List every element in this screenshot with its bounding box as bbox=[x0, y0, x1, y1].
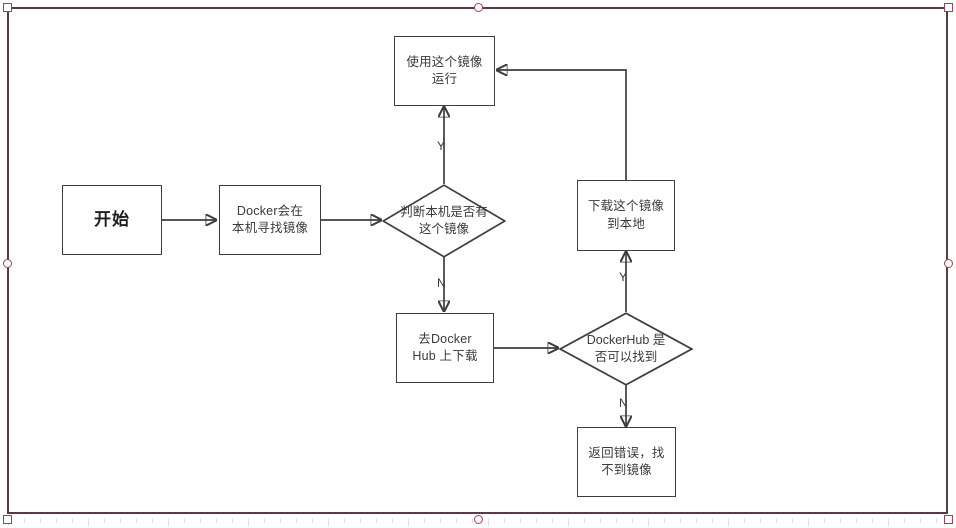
edge-label-found-no: N bbox=[619, 396, 628, 410]
node-start-label: 开始 bbox=[94, 210, 130, 230]
node-hub-found-decision[interactable]: DockerHub 是 否可以找到 bbox=[559, 312, 693, 386]
node-run-image-label: 使用这个镜像 运行 bbox=[406, 54, 483, 86]
diamond-shape-has-local bbox=[382, 184, 506, 258]
resize-handle-bottom-right[interactable] bbox=[944, 515, 953, 524]
resize-handle-top-right[interactable] bbox=[944, 3, 953, 12]
node-start[interactable]: 开始 bbox=[62, 185, 162, 255]
resize-handle-middle-right[interactable] bbox=[944, 259, 953, 268]
edge-label-found-yes: Y bbox=[619, 270, 628, 284]
edge-download-to-run bbox=[497, 70, 627, 180]
resize-handle-middle-left[interactable] bbox=[3, 259, 12, 268]
node-download-image-label: 下载这个镜像 到本地 bbox=[587, 199, 665, 231]
node-go-dockerhub-label: 去Docker Hub 上下载 bbox=[412, 331, 478, 363]
resize-handle-top-left[interactable] bbox=[3, 3, 12, 12]
node-go-dockerhub[interactable]: 去Docker Hub 上下载 bbox=[396, 313, 494, 383]
edge-label-decision-yes: Y bbox=[437, 139, 446, 153]
node-hub-found-label: DockerHub 是 否可以找到 bbox=[586, 332, 666, 364]
node-search-local[interactable]: Docker会在 本机寻找镜像 bbox=[219, 185, 321, 255]
node-download-image[interactable]: 下载这个镜像 到本地 bbox=[577, 180, 675, 251]
node-error[interactable]: 返回错误，找 不到镜像 bbox=[577, 427, 676, 497]
edge-label-decision-no: N bbox=[437, 276, 446, 290]
diamond-shape-hub-found bbox=[559, 312, 693, 386]
node-search-local-label: Docker会在 本机寻找镜像 bbox=[231, 203, 309, 235]
resize-handle-bottom-center[interactable] bbox=[474, 515, 483, 524]
node-has-local-decision[interactable]: 判断本机是否有 这个镜像 bbox=[382, 184, 506, 258]
resize-handle-bottom-left[interactable] bbox=[3, 515, 12, 524]
node-error-label: 返回错误，找 不到镜像 bbox=[588, 445, 665, 477]
resize-handle-top-center[interactable] bbox=[474, 3, 483, 12]
node-run-image[interactable]: 使用这个镜像 运行 bbox=[394, 36, 495, 106]
node-has-local-label: 判断本机是否有 这个镜像 bbox=[400, 204, 488, 236]
